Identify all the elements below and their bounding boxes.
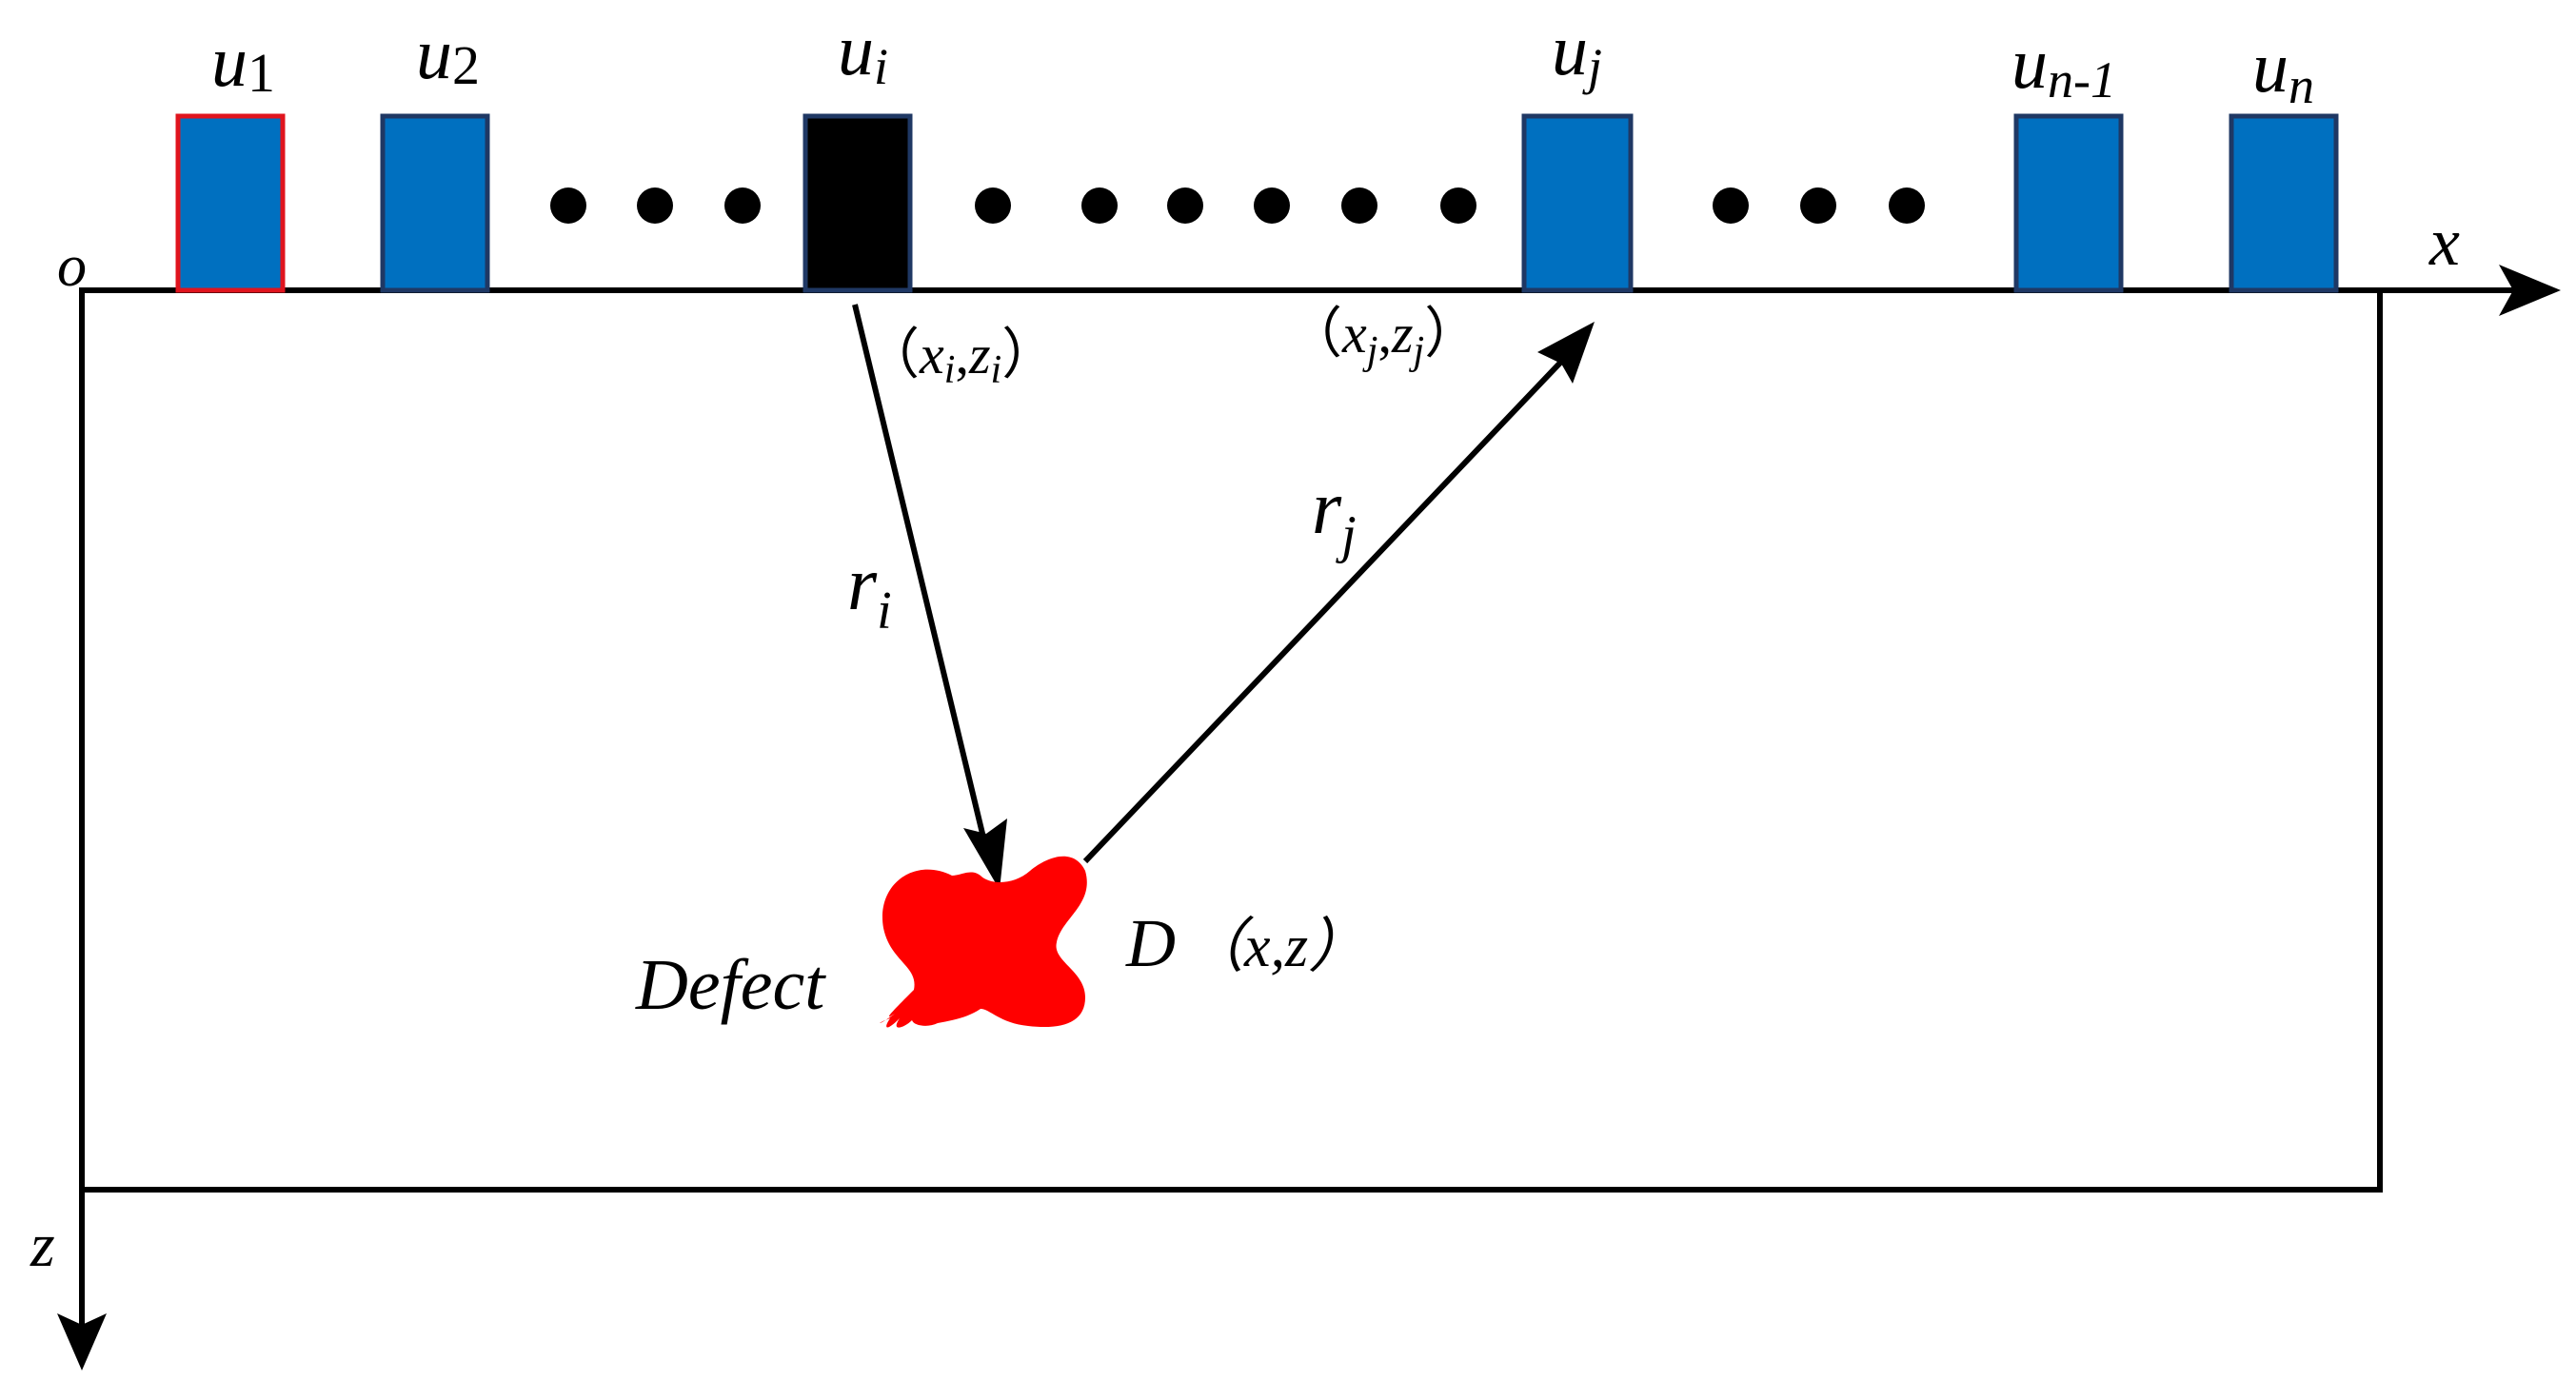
ellipsis-dot — [1341, 187, 1377, 224]
path-ri-line — [852, 304, 986, 838]
label-u2: u2 — [416, 14, 480, 96]
defect-point-label: D（x,z） — [1125, 905, 1367, 981]
label-un-1: un-1 — [2011, 24, 2116, 108]
ellipsis-dot — [1254, 187, 1290, 224]
z-axis-label: z — [30, 1211, 55, 1280]
element-ui[interactable] — [803, 113, 913, 293]
ellipsis-dot — [724, 187, 761, 224]
defect-label: Defect — [635, 945, 826, 1025]
ellipsis-dots — [550, 187, 1925, 224]
path-label-rj: rj — [1312, 466, 1357, 564]
ellipsis-dot — [1800, 187, 1836, 224]
label-u1: u1 — [211, 22, 275, 104]
array-elements — [175, 113, 2339, 293]
ellipsis-dot — [550, 187, 586, 224]
ellipsis-dot — [637, 187, 673, 224]
element-u2[interactable] — [380, 113, 490, 293]
path-ri-arrowhead — [963, 818, 1007, 890]
element-u1[interactable] — [175, 113, 286, 293]
x-axis-arrowhead — [2499, 265, 2561, 316]
origin-label: o — [57, 234, 87, 299]
ellipsis-dot — [1081, 187, 1118, 224]
element-un-1[interactable] — [2013, 113, 2124, 293]
ellipsis-dot — [1440, 187, 1476, 224]
element-uj[interactable] — [1521, 113, 1634, 293]
label-uj: uj — [1552, 10, 1602, 95]
path-rj-line — [1082, 359, 1564, 864]
element-un[interactable] — [2229, 113, 2339, 293]
coord-label-j: （xj,zj） — [1287, 303, 1479, 373]
path-label-ri: ri — [847, 542, 892, 641]
ellipsis-dot — [1167, 187, 1203, 224]
x-axis-label: x — [2428, 204, 2460, 280]
ellipsis-dot — [975, 187, 1011, 224]
ellipsis-dot — [1889, 187, 1925, 224]
z-axis-arrowhead — [57, 1313, 107, 1370]
defect-shape — [880, 856, 1087, 1028]
label-ui: ui — [838, 10, 888, 95]
label-un: un — [2252, 28, 2314, 114]
ellipsis-dot — [1713, 187, 1749, 224]
element-labels: u1 u2 ui uj un-1 un — [211, 10, 2314, 114]
specimen-boundary — [79, 287, 2383, 1193]
coord-label-i: （xi,zi） — [864, 324, 1057, 392]
path-rj-arrowhead — [1537, 322, 1595, 384]
